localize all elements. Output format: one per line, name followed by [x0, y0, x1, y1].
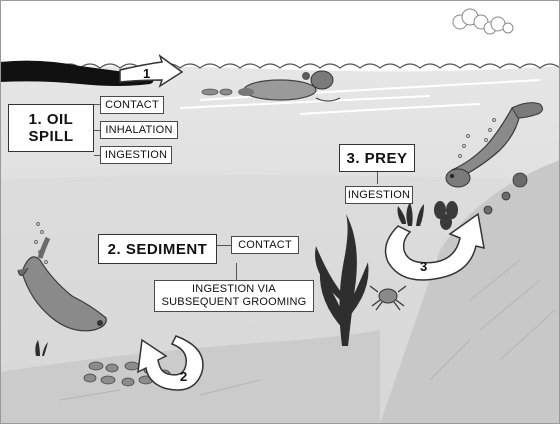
- oil-spill-inhalation-label: INHALATION: [100, 121, 178, 139]
- crab-icon: [369, 285, 407, 311]
- arrow-1-number: 1: [143, 66, 151, 81]
- oil-spill-label: 1. OIL SPILL: [8, 104, 94, 152]
- prey-ingestion-label: INGESTION: [345, 186, 413, 204]
- sediment-label: 2. SEDIMENT: [98, 234, 217, 264]
- sky: [0, 0, 560, 70]
- connector-line: [94, 104, 100, 105]
- kelp-icon: [315, 214, 369, 346]
- water-surface: [0, 63, 560, 69]
- oil-slick: [0, 60, 154, 86]
- seaweed-icon: [397, 202, 424, 226]
- surface-sheen: [179, 79, 541, 115]
- bubbles: [34, 118, 496, 264]
- prey-label: 3. PREY: [339, 144, 415, 172]
- seafloor-slope: [380, 160, 560, 424]
- connector-line: [94, 130, 100, 131]
- connector-line: [217, 245, 231, 246]
- small-seaweed-icon: [35, 340, 48, 356]
- arrow-1-icon: [119, 54, 184, 88]
- sediment-contact-label: CONTACT: [231, 236, 299, 254]
- sediment-texture: [59, 259, 556, 401]
- arrow-2-number: 2: [180, 369, 188, 384]
- connector-line: [377, 172, 378, 184]
- surface-rocks: [201, 88, 233, 96]
- oil-spill-ingestion-label: INGESTION: [100, 146, 172, 164]
- connector-line: [94, 155, 100, 156]
- cloud-icon: [452, 8, 514, 35]
- diving-otter-right: [445, 102, 544, 188]
- mussels-icon: [434, 201, 458, 230]
- connector-line: [236, 263, 237, 280]
- arrow-3-icon: [384, 212, 485, 281]
- arrow-3-number: 3: [420, 259, 428, 274]
- arrow-2-icon: [137, 335, 204, 391]
- floating-otter: [238, 70, 341, 102]
- sediment-grooming-label: INGESTION VIA SUBSEQUENT GROOMING: [154, 280, 314, 312]
- urchin-icon: [483, 172, 528, 215]
- diving-otter-left: [17, 236, 107, 332]
- oil-spill-contact-label: CONTACT: [100, 96, 164, 114]
